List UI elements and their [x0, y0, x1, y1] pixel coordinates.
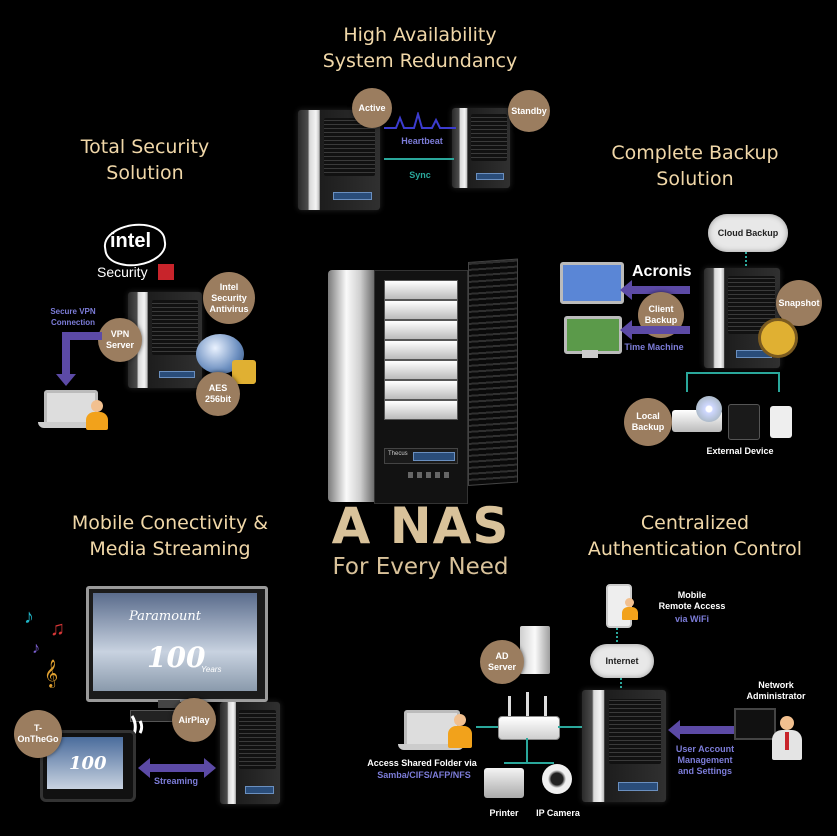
mobile-nas [220, 702, 280, 804]
airplay-badge: AirPlay [172, 698, 216, 742]
paramount-logo: Paramount [129, 609, 202, 624]
time-machine-label: Time Machine [624, 342, 684, 352]
network-admin-label: Network Administrator [746, 680, 806, 701]
printer-icon [484, 768, 524, 798]
streaming-arrow-left-icon [138, 758, 150, 778]
mcafee-shield-icon [158, 264, 174, 280]
protocols-label: Samba/CIFS/AFP/NFS [377, 770, 471, 780]
drive-bays [384, 280, 458, 438]
printer-label: Printer [489, 808, 519, 818]
mobile-remote-label: Mobile Remote Access [658, 590, 726, 611]
tv-screen: Paramount 100 Years [86, 586, 268, 702]
acronis-logo: Acronis [632, 263, 692, 280]
clock-icon [758, 318, 798, 358]
sync-line [384, 158, 454, 160]
time-machine-arrow-head-icon [620, 320, 632, 340]
mobile-user-icon [622, 598, 638, 620]
router-icon [498, 716, 560, 740]
title-total-security: Total Security Solution [80, 136, 210, 184]
ip-camera-icon [542, 764, 572, 794]
vpn-server-badge: VPN Server [98, 318, 142, 362]
title-complete-backup: Complete Backup Solution [611, 142, 779, 190]
local-backup-badge: Local Backup [624, 398, 672, 446]
admin-monitor-icon [734, 708, 776, 740]
tonthego-badge: T-OnTheGo [14, 710, 62, 758]
vpn-arrow-horizontal [62, 332, 102, 340]
tablet-hundred-label: 100 [69, 753, 107, 774]
acronis-arrow [630, 286, 690, 294]
title-centralized-auth: Centralized Authentication Control [587, 512, 803, 560]
central-nas-unit: Thecus [328, 258, 518, 512]
vpn-arrow-head-icon [56, 374, 76, 386]
cloud-backup: Cloud Backup [708, 214, 788, 252]
auth-nas [582, 690, 666, 802]
security-nas [128, 292, 202, 388]
tv-hundred-label: 100 [147, 641, 206, 674]
vpn-arrow-vertical [62, 332, 70, 376]
standby-server [452, 108, 510, 188]
standby-badge: Standby [508, 90, 550, 132]
admin-arrow [680, 726, 734, 734]
music-note-red-icon: ♫ [50, 618, 65, 640]
heartbeat-label: Heartbeat [401, 136, 443, 146]
tablet: 100 [40, 730, 136, 802]
sync-label: Sync [409, 170, 431, 180]
music-note-purple-icon: ♪ [32, 640, 40, 657]
admin-user-icon [772, 716, 802, 760]
title-mobile-connectivity: Mobile Conectivity & Media Streaming [71, 512, 269, 560]
ad-server-badge: AD Server [480, 640, 524, 684]
access-shared-label: Access Shared Folder via [367, 758, 477, 768]
main-subtitle: For Every Need [332, 554, 509, 580]
ad-server-tower [520, 626, 550, 674]
internet-cloud: Internet [590, 644, 654, 678]
windows-monitor [560, 262, 624, 304]
streaming-label: Streaming [153, 776, 198, 786]
music-note-cyan-icon: ♪ [24, 606, 34, 628]
ip-camera-label: IP Camera [536, 808, 580, 818]
acronis-arrow-head-icon [620, 280, 632, 300]
time-machine-arrow [630, 326, 690, 334]
optical-disc-icon [696, 396, 722, 422]
external-device-label: External Device [706, 446, 774, 456]
title-high-availability: High Availability System Redundancy [322, 24, 518, 72]
user-avatar-icon [86, 400, 108, 430]
user-account-label: User Account Management and Settings [675, 744, 735, 776]
heartbeat-wave [384, 112, 456, 129]
via-wifi-label: via WiFi [675, 614, 709, 624]
secure-vpn-label: Secure VPN Connection [50, 307, 96, 327]
external-device-connector [686, 372, 780, 392]
main-title: A NAS [331, 497, 510, 555]
admin-arrow-head-icon [668, 720, 680, 740]
shared-folder-user-icon [448, 714, 472, 748]
streaming-arrow [148, 764, 204, 772]
treble-clef-icon: 𝄞 [44, 660, 59, 687]
security-wordmark: Security [97, 264, 148, 280]
antivirus-badge: Intel Security Antivirus [203, 272, 255, 324]
external-hdd-icon [728, 404, 760, 440]
lock-icon [232, 360, 256, 384]
mac-monitor [564, 316, 622, 354]
nas-brand-label: Thecus [388, 451, 408, 457]
streaming-arrow-right-icon [204, 758, 216, 778]
active-badge: Active [352, 88, 392, 128]
intel-wordmark: intel [110, 230, 152, 252]
aes-badge: AES 256bit [196, 372, 240, 416]
nas-front-door [468, 258, 518, 486]
flash-drive-icon [770, 406, 792, 438]
tv-years-label: Years [201, 665, 222, 674]
